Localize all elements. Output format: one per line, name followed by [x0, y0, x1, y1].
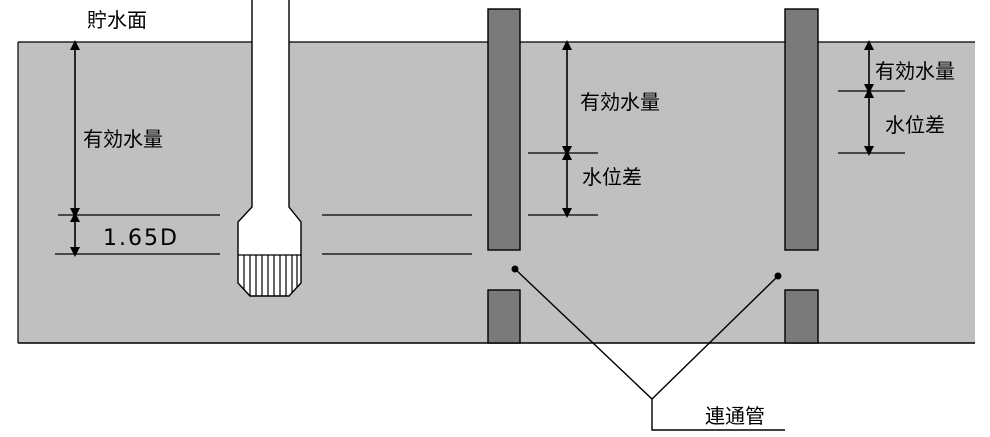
- connecting-pipe-label: 連通管: [705, 404, 765, 428]
- connecting-pipe-label-leader: [651, 399, 785, 431]
- partition-wall-mid-lower: [487, 289, 521, 344]
- level-diff-right-label: 水位差: [885, 113, 945, 137]
- level-diff-mid-label: 水位差: [582, 165, 642, 189]
- partition-wall-mid-upper: [487, 8, 521, 251]
- effective-volume-mid-label: 有効水量: [580, 90, 660, 114]
- partition-wall-right-upper: [784, 8, 819, 251]
- effective-volume-left-label: 有効水量: [83, 127, 163, 151]
- intake-screen: [238, 254, 301, 296]
- water-surface-label: 貯水面: [87, 8, 147, 32]
- submergence-label: 1.65D: [103, 226, 179, 251]
- intake-pipe: [237, 0, 302, 297]
- effective-volume-right-label: 有効水量: [875, 59, 955, 83]
- partition-wall-right-lower: [784, 289, 819, 344]
